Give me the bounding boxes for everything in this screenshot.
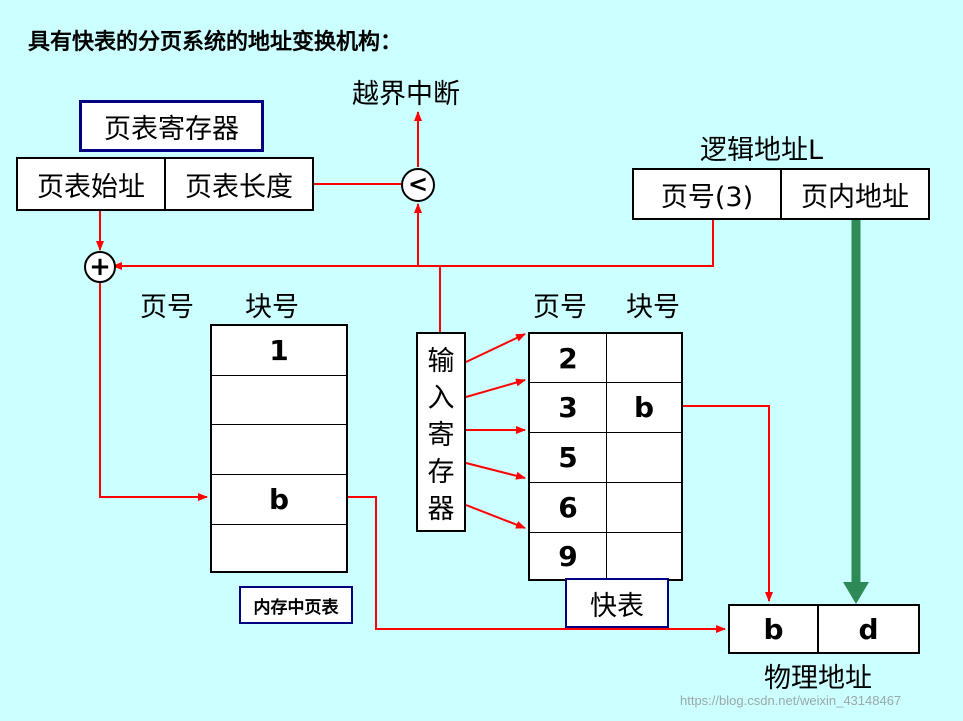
add-symbol: + (89, 252, 111, 282)
arrow-offset-head (843, 582, 869, 604)
arrow-input-to-fast-row (465, 378, 526, 398)
fast-table-block (607, 433, 681, 483)
fast-table-header-page: 页号 (533, 292, 587, 323)
fast-table-caption-box: 快表 (565, 578, 669, 628)
arrow-adder-to-memory-table (99, 283, 208, 501)
fast-table-divider (606, 334, 607, 579)
logical-address-title: 逻辑地址L (700, 135, 824, 166)
fast-table-page: 6 (530, 483, 606, 533)
logical-address: 页号(3) 页内地址 (632, 168, 930, 220)
physical-offset: d (858, 612, 879, 646)
fast-table-page: 5 (530, 433, 606, 483)
arrow-input-to-fast-row (465, 462, 526, 480)
memory-table-row (212, 376, 346, 425)
physical-block: b (730, 606, 819, 652)
logical-page-offset: 页内地址 (801, 181, 909, 213)
memory-table-row: b (212, 475, 346, 525)
memory-table-header-page: 页号 (140, 292, 194, 323)
fast-table-block: b (607, 383, 681, 433)
input-register-char: 入 (427, 382, 455, 414)
adder-circle (84, 251, 116, 283)
arrow-page-to-adder (112, 220, 714, 270)
memory-table-row (212, 425, 346, 475)
page-table-register-title: 页表寄存器 (104, 113, 239, 145)
compare-symbol: < (407, 170, 429, 198)
fast-table-page: 3 (530, 383, 606, 433)
compare-circle (401, 168, 435, 202)
fast-table-page: 9 (558, 539, 578, 573)
input-register: 输 入 寄 存 器 (416, 332, 466, 532)
page-table-start-address: 页表始址 (18, 159, 166, 209)
logical-page-number: 页号(3) (634, 170, 782, 218)
fast-table-page: 2 (530, 334, 606, 383)
arrow-memory-to-physical (348, 496, 726, 633)
fast-table-header-block: 块号 (626, 292, 680, 323)
input-register-char: 器 (427, 493, 455, 525)
page-table-register-title-box: 页表寄存器 (79, 100, 264, 152)
input-register-char: 寄 (427, 419, 455, 451)
input-register-char: 输 (427, 345, 455, 377)
physical-address-title: 物理地址 (764, 663, 872, 694)
page-table-length: 页表长度 (185, 171, 293, 203)
fast-table-block (607, 483, 681, 533)
diagram-title: 具有快表的分页系统的地址变换机构： (28, 30, 403, 55)
memory-table-row: 1 (212, 326, 346, 376)
arrow-fast-table-to-physical (683, 405, 773, 602)
arrow-input-to-fast-row (465, 333, 526, 363)
memory-table-header-block: 块号 (245, 292, 299, 323)
fast-table: 2 3 b 5 6 9 (528, 332, 683, 581)
input-register-char: 存 (427, 456, 455, 488)
arrow-input-to-fast-row (465, 504, 526, 529)
memory-page-table: 1 b (210, 324, 348, 573)
interrupt-label: 越界中断 (352, 79, 460, 110)
fast-table-block (607, 334, 681, 383)
memory-table-caption: 内存中页表 (253, 597, 339, 618)
watermark: https://blog.csdn.net/weixin_43148467 (680, 693, 902, 708)
physical-address: b d (728, 604, 920, 654)
fast-table-caption: 快表 (590, 590, 644, 622)
page-table-register: 页表始址 页表长度 (16, 157, 314, 211)
memory-table-caption-box: 内存中页表 (239, 586, 353, 624)
